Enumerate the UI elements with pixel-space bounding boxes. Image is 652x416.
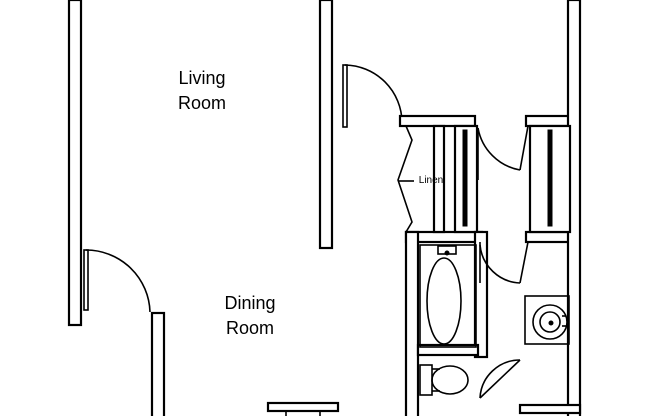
left-wall-lower	[150, 311, 166, 416]
linen-closet	[397, 124, 446, 234]
bathtub	[419, 244, 477, 348]
linen-label: Linen	[418, 175, 444, 186]
dining-room-label: Dining Room	[208, 291, 292, 341]
living-room-label-line2: Room	[177, 93, 226, 113]
bath-door	[479, 241, 529, 284]
lower-door	[479, 359, 521, 399]
entry-door	[83, 249, 151, 313]
closet-2	[528, 124, 572, 234]
living-room-label: Living Room	[160, 66, 244, 116]
hall-door	[342, 64, 403, 128]
closet-1	[453, 124, 479, 234]
vanity	[524, 295, 570, 345]
bath-walls	[404, 230, 489, 416]
left-wall-upper	[67, 0, 83, 327]
bottom-fragments	[266, 401, 582, 416]
toilet	[419, 364, 469, 396]
dining-room-label-line1: Dining	[224, 293, 276, 313]
living-room-label-line1: Living	[178, 68, 226, 88]
closet-door	[477, 125, 529, 180]
living-right-wall	[318, 0, 334, 250]
dining-room-label-line2: Room	[225, 318, 274, 338]
